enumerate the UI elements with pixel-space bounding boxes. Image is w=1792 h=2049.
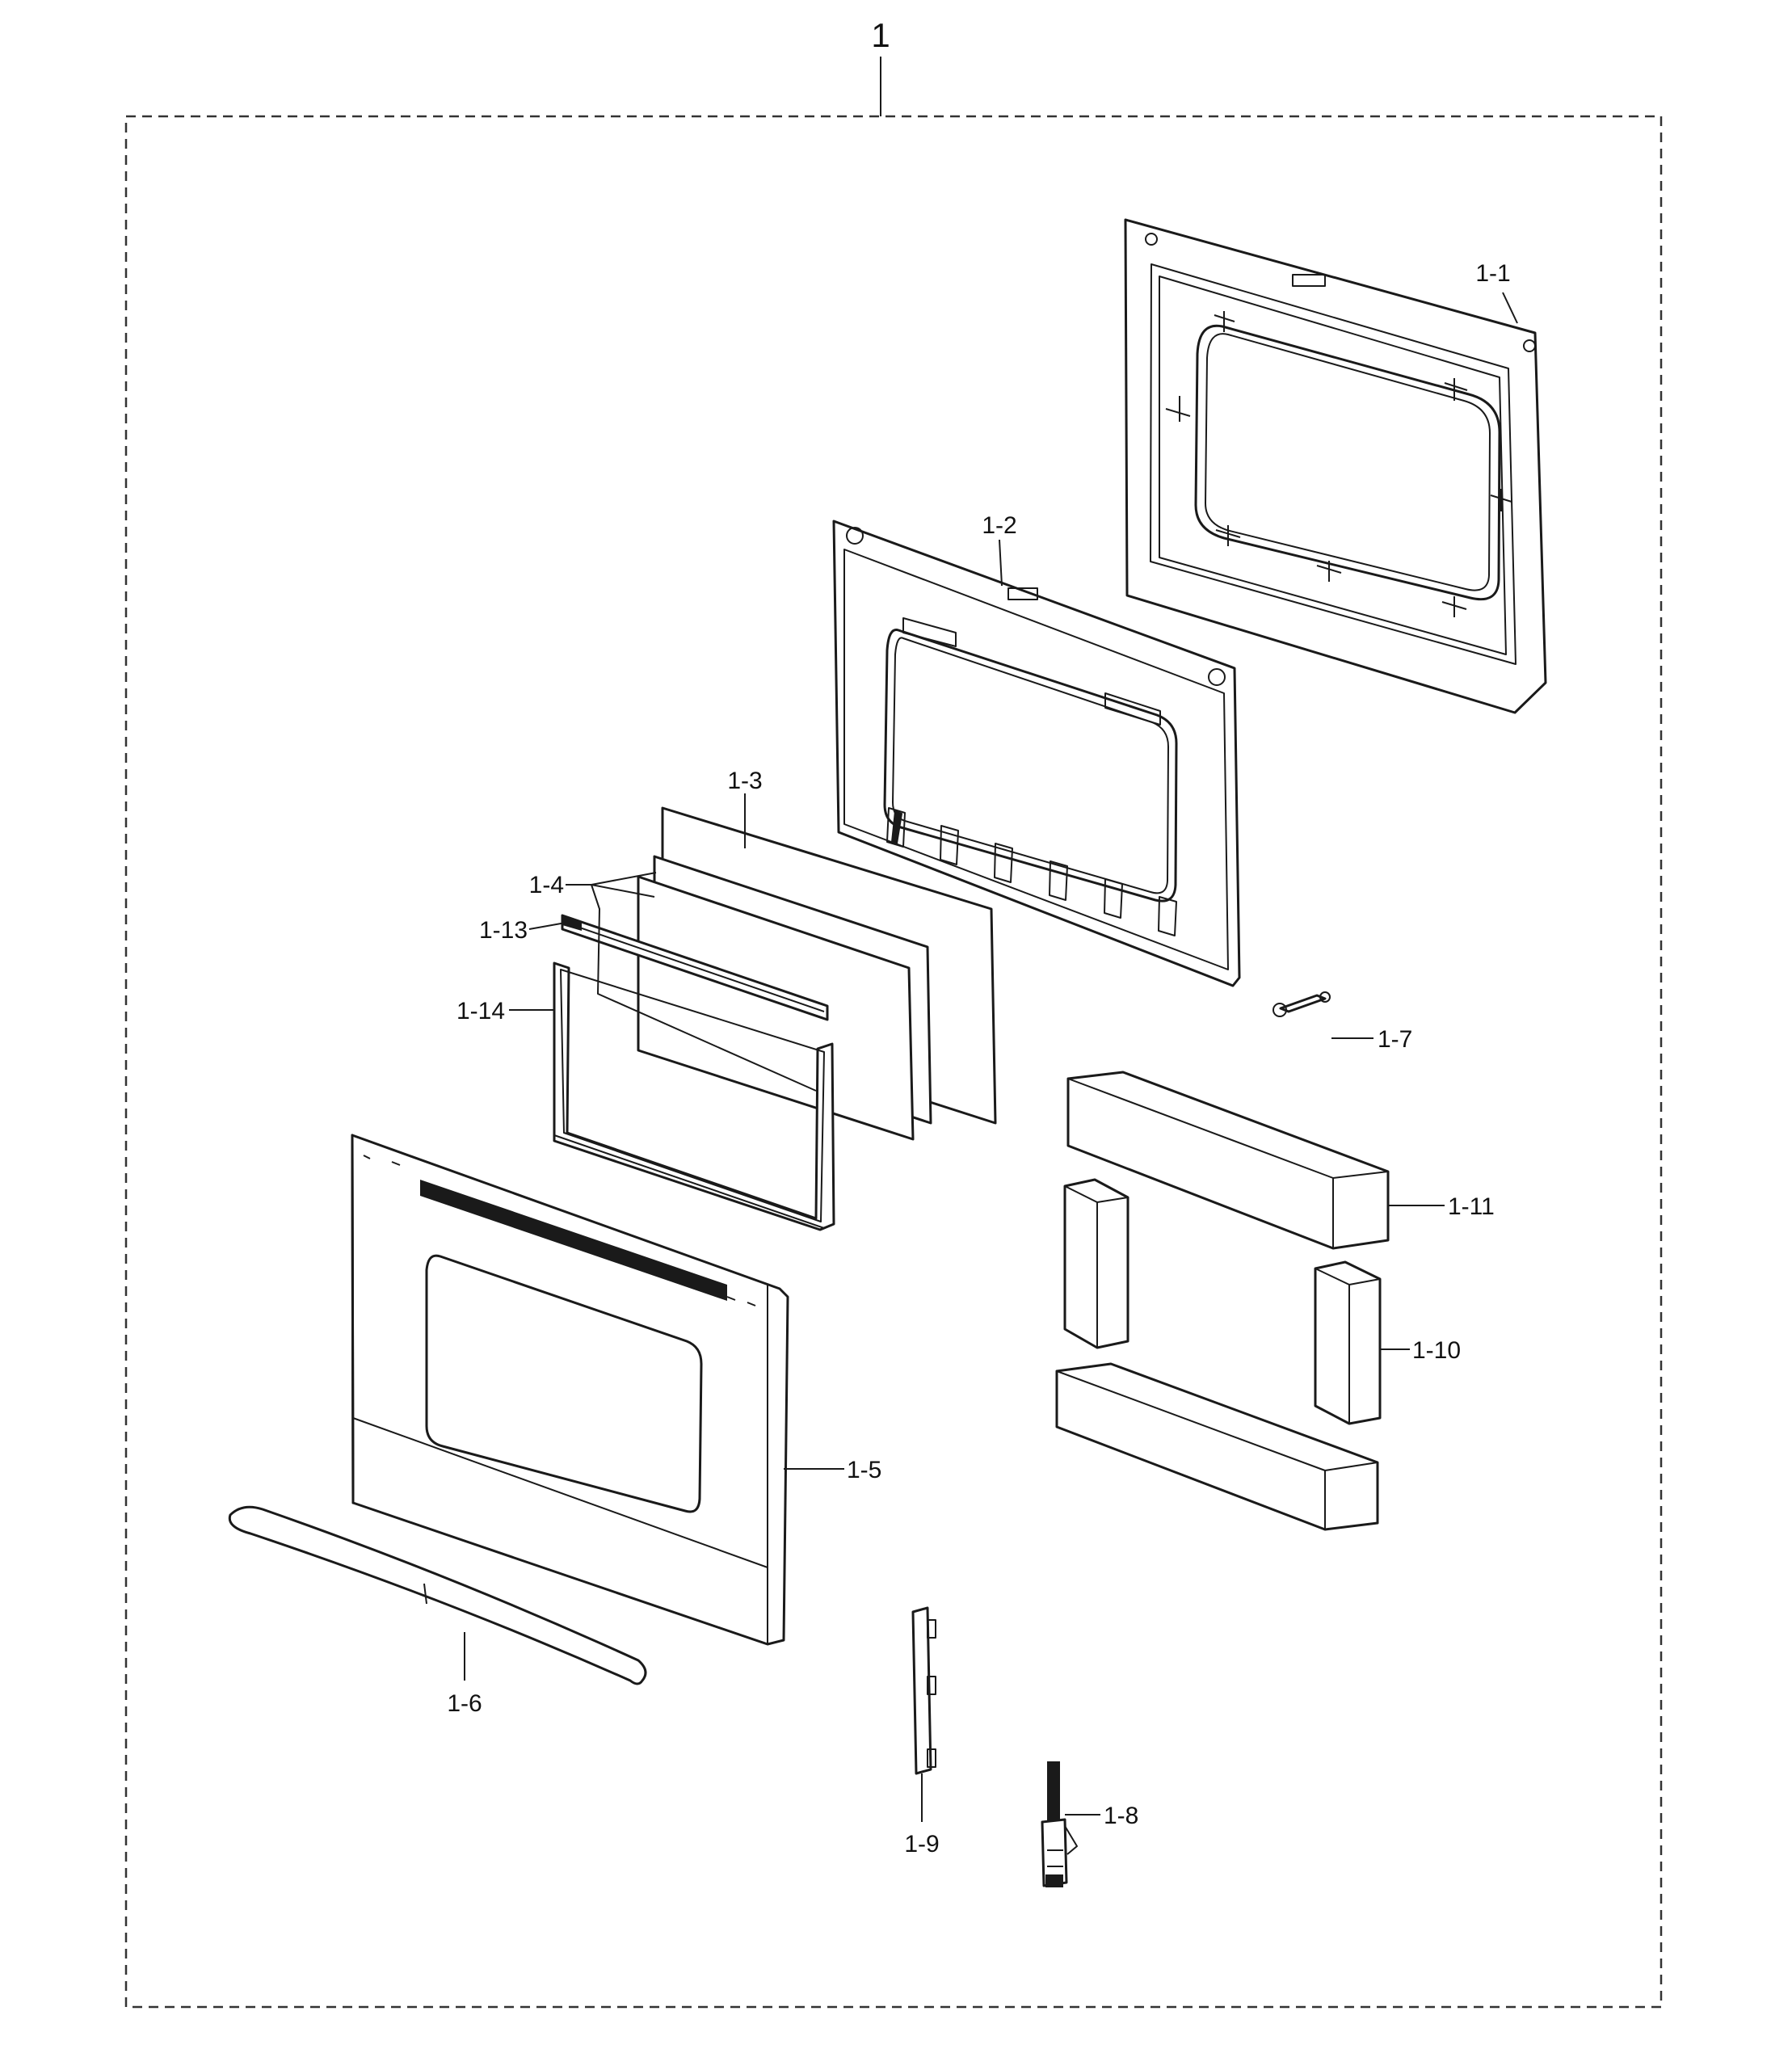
part-insulation-long	[1055, 1071, 1390, 1531]
label-1-1: 1-1	[1475, 260, 1510, 287]
label-1-8: 1-8	[1104, 1803, 1138, 1829]
part-hinge	[1041, 1761, 1078, 1887]
part-inner-door-frame	[1124, 218, 1547, 714]
label-1-2: 1-2	[982, 512, 1016, 539]
label-1-5: 1-5	[847, 1457, 881, 1483]
part-hinge-bracket	[911, 1606, 936, 1775]
leader-lines	[464, 292, 1518, 1822]
label-1-11: 1-11	[1448, 1193, 1495, 1220]
label-1-14: 1-14	[456, 998, 505, 1024]
assembly-number-label: 1	[871, 16, 890, 54]
part-labels: 1-1 1-2 1-3 1-4 1-13 1-14 1-7 1-11 1-10 …	[447, 260, 1510, 1858]
label-1-13: 1-13	[479, 917, 528, 944]
part-door-liner	[832, 520, 1241, 987]
assembly-boundary: 1	[124, 16, 1663, 2009]
part-glass-panes	[637, 806, 997, 1141]
part-door-handle	[228, 1505, 647, 1685]
part-trim-strip	[561, 914, 829, 1021]
label-1-3: 1-3	[727, 768, 762, 794]
label-1-9: 1-9	[904, 1831, 939, 1858]
part-insulation-short	[1063, 1178, 1382, 1425]
part-hinge-pin	[1272, 991, 1331, 1017]
label-1-4: 1-4	[529, 872, 564, 898]
part-glass-frame	[553, 961, 835, 1231]
label-1-7: 1-7	[1378, 1026, 1412, 1053]
label-1-6: 1-6	[447, 1690, 482, 1717]
label-1-10: 1-10	[1412, 1337, 1461, 1364]
part-outer-door	[351, 1134, 789, 1646]
